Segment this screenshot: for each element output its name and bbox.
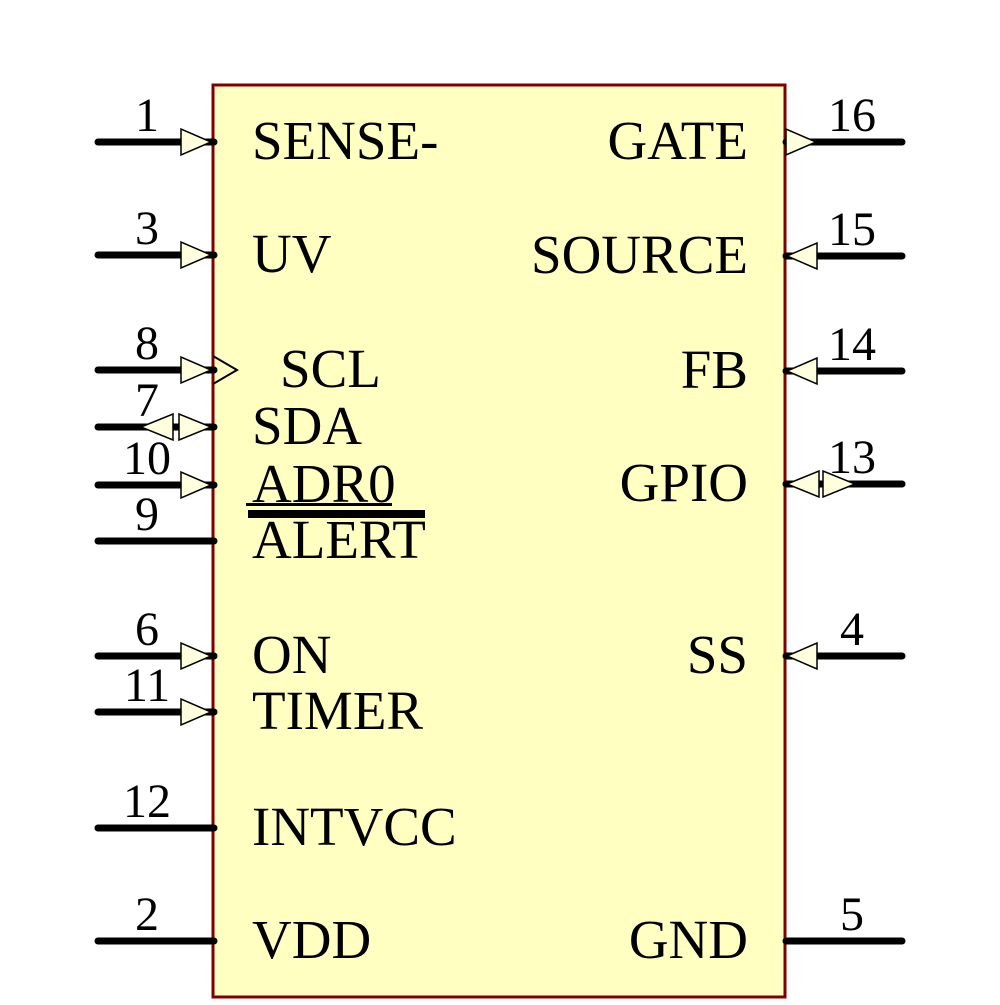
pin-7: 7 SDA — [94, 374, 362, 456]
pin-label: ON — [252, 624, 331, 685]
pin-16: 16 GATE — [607, 89, 906, 171]
input-arrow-icon — [785, 241, 818, 271]
pin-label: GND — [629, 909, 748, 970]
pin-label: SS — [687, 624, 748, 685]
clock-indicator-icon — [212, 355, 239, 385]
pin-number: 14 — [828, 318, 876, 371]
pin-number: 16 — [828, 89, 876, 142]
pin-number: 13 — [828, 431, 876, 484]
input-arrow-icon — [180, 127, 213, 157]
pin-9: 9 ALERT — [94, 488, 426, 570]
pin-number: 8 — [135, 317, 159, 370]
pin-6: 6 ON — [94, 603, 331, 685]
active-low-overbar — [248, 510, 425, 518]
pin-5: 5 GND — [629, 888, 906, 970]
pin-number: 1 — [135, 89, 159, 142]
pin-label: SOURCE — [531, 224, 748, 285]
pin-number: 4 — [840, 603, 864, 656]
input-arrow-icon — [180, 641, 213, 671]
pin-number: 3 — [135, 202, 159, 255]
pin-label: SCL — [280, 338, 381, 399]
input-arrow-icon — [180, 470, 213, 500]
pin-2: 2 VDD — [94, 888, 371, 970]
pin-13: 13 GPIO — [620, 431, 906, 513]
pin-1: 1 SENSE- — [94, 89, 438, 171]
bidirectional-arrow-icon — [178, 412, 213, 442]
pin-15: 15 SOURCE — [531, 203, 906, 285]
pin-label: FB — [681, 339, 748, 400]
input-arrow-icon — [180, 355, 213, 385]
pin-14: 14 FB — [681, 318, 906, 400]
pin-label: GPIO — [620, 452, 748, 513]
pin-label-underline — [246, 503, 392, 506]
pin-number: 10 — [123, 432, 171, 485]
output-arrow-icon — [785, 127, 818, 157]
pin-number: 7 — [135, 374, 159, 427]
bidirectional-arrow-icon — [785, 469, 820, 499]
input-arrow-icon — [180, 240, 213, 270]
pin-label: TIMER — [252, 680, 423, 741]
input-arrow-icon — [180, 697, 213, 727]
pin-4: 4 SS — [687, 603, 906, 685]
pin-number: 2 — [135, 888, 159, 941]
pin-number: 15 — [828, 203, 876, 256]
pin-number: 6 — [135, 603, 159, 656]
pin-label: UV — [252, 223, 332, 284]
bidirectional-arrow-icon — [139, 412, 174, 442]
pin-label: SENSE- — [252, 110, 438, 171]
pin-label: ALERT — [252, 509, 426, 570]
bidirectional-arrow-icon — [822, 469, 857, 499]
pin-number: 5 — [840, 888, 864, 941]
pin-label: GATE — [607, 110, 748, 171]
pin-number: 12 — [123, 775, 171, 828]
ic-body — [211, 83, 787, 999]
pin-number: 9 — [135, 488, 159, 541]
pin-8: 8 SCL — [94, 317, 381, 399]
input-arrow-icon — [785, 356, 818, 386]
pin-label: VDD — [252, 909, 371, 970]
pin-label: SDA — [252, 395, 362, 456]
pin-11: 11 TIMER — [94, 659, 423, 741]
pin-number: 11 — [124, 659, 170, 712]
pin-label: INTVCC — [252, 796, 457, 857]
input-arrow-icon — [785, 641, 818, 671]
pin-12: 12 INTVCC — [94, 775, 457, 857]
pin-3: 3 UV — [94, 202, 332, 284]
